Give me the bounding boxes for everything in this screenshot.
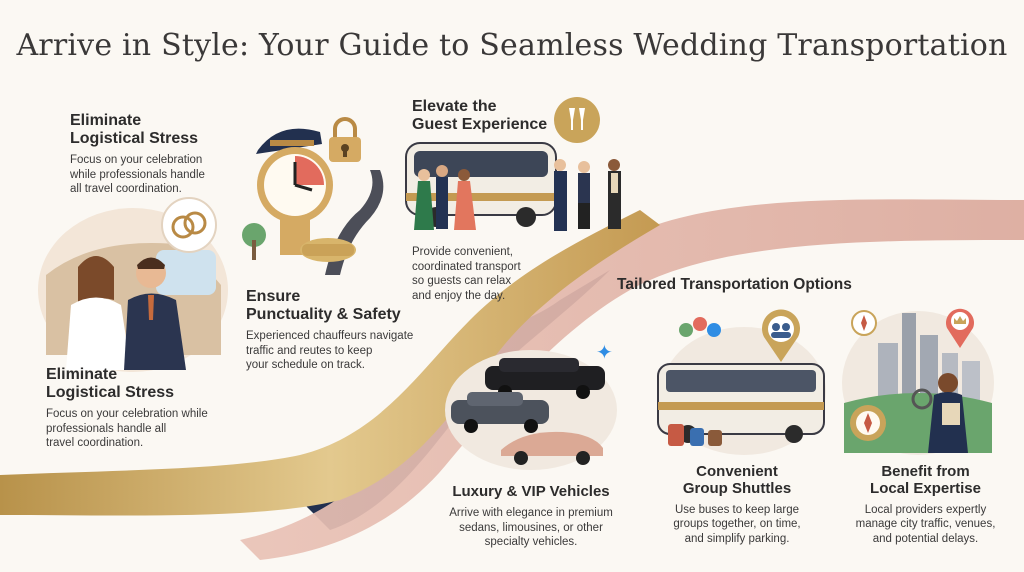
stress-bottom-heading: Eliminate Logistical Stress — [46, 366, 175, 401]
rings-icon — [160, 196, 218, 254]
local-description: Local providers expertly manage city tra… — [855, 503, 996, 546]
shuttles-description: Use buses to keep large groups together,… — [673, 503, 801, 546]
local-expert-illustration — [838, 303, 998, 458]
punctuality-heading: Ensure Punctuality & Safety — [246, 288, 401, 323]
luxury-cars-illustration — [443, 348, 618, 473]
guest-section-heading-block: Elevate the Guest Experience — [412, 98, 562, 134]
guest-description-block: Provide convenient, coordinated transpor… — [412, 240, 572, 304]
stress-top-heading: Eliminate Logistical Stress — [70, 112, 199, 147]
luxury-heading: Luxury & VIP Vehicles — [452, 483, 610, 500]
luxury-description: Arrive with elegance in premium sedans, … — [449, 506, 613, 549]
punctuality-section: Ensure Punctuality & Safety Experienced … — [246, 288, 446, 373]
stress-bottom-section: Eliminate Logistical Stress Focus on you… — [46, 366, 246, 451]
local-section: Benefit from Local Expertise Local provi… — [838, 463, 1013, 547]
tailored-section: Tailored Transportation Options — [617, 276, 917, 293]
group-shuttle-illustration — [654, 306, 834, 456]
page-title: Arrive in Style: Your Guide to Seamless … — [16, 28, 1008, 63]
sparkle-icon: ✦ — [596, 342, 613, 364]
crown-pin-icon — [942, 305, 978, 349]
punctuality-description: Experienced chauffeurs navigate traffic … — [246, 329, 414, 372]
pink-ribbon — [240, 199, 1024, 560]
shuttles-section: Convenient Group Shuttles Use buses to k… — [652, 463, 822, 547]
local-heading: Benefit from Local Expertise — [870, 463, 981, 497]
guest-heading: Elevate the Guest Experience — [412, 98, 548, 133]
champagne-icon — [553, 96, 601, 144]
stress-top-description: Focus on your celebration while professi… — [70, 153, 205, 196]
shuttles-heading: Convenient Group Shuttles — [682, 463, 792, 497]
lock-icon — [325, 117, 365, 165]
stress-bottom-description: Focus on your celebration while professi… — [46, 407, 208, 450]
location-pin-icon — [756, 307, 806, 363]
clock-road-illustration — [240, 110, 390, 280]
gold-ribbon — [0, 210, 660, 516]
stress-top-section: Eliminate Logistical Stress Focus on you… — [70, 112, 240, 197]
guest-bus-illustration — [402, 135, 634, 240]
tailored-heading: Tailored Transportation Options — [617, 276, 852, 293]
guest-description: Provide convenient, coordinated transpor… — [412, 246, 521, 303]
luxury-section: Luxury & VIP Vehicles Arrive with elegan… — [436, 483, 626, 550]
